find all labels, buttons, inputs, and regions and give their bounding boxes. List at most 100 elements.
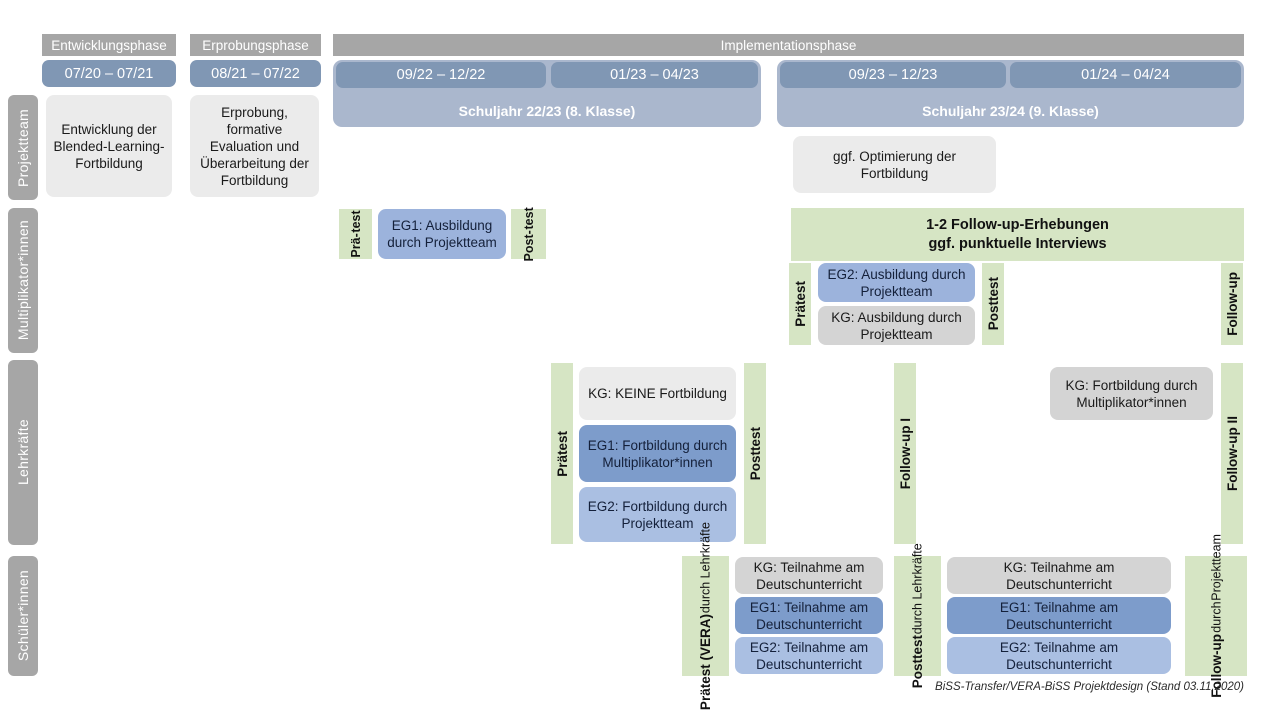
card-lehrkraefte-kg-keine-fortbildung: KG: KEINE Fortbildung xyxy=(579,367,736,420)
card-schuelerinnen-kg-block2: KG: Teilnahme am Deutschunterricht xyxy=(947,557,1171,594)
row-label-text: Lehrkräfte xyxy=(15,419,31,486)
green-strip-line-1: Prä- xyxy=(348,233,363,258)
green-strip-vertical-text: Post- test xyxy=(522,207,536,261)
card-text: ggf. Optimierung der Fortbildung xyxy=(832,148,957,181)
phase-label: Implementationsphase xyxy=(720,37,857,53)
green-strip-vertical-text: Posttest durch Lehrkräfte xyxy=(910,543,925,688)
green-strip-praetest-multiplikatoren-1: Prä- test xyxy=(339,209,372,259)
school-year-label-2324: Schuljahr 23/24 (9. Klasse) xyxy=(777,100,1244,122)
green-strip-followup-multiplikatoren: Follow-up xyxy=(1221,263,1243,345)
green-banner-line-2: ggf. punktuelle Interviews xyxy=(928,235,1107,252)
green-strip-line-1: Posttest xyxy=(747,426,763,481)
green-strip-followup-2-lehrkraefte: Follow-up II xyxy=(1221,363,1243,544)
green-strip-line-1: Prätest xyxy=(554,430,570,477)
row-label-projektteam: Projektteam xyxy=(8,95,38,200)
card-schuelerinnen-eg1-block2: EG1: Teilnahme am Deutschunterricht xyxy=(947,597,1171,634)
green-banner-line-1: 1-2 Follow-up-Erhebungen xyxy=(926,216,1109,233)
card-text: KG: Ausbildung durch Projektteam xyxy=(831,309,962,342)
green-strip-line-2: durch Lehrkräfte xyxy=(698,521,713,613)
card-text: EG2: Teilnahme am Deutschunterricht xyxy=(999,639,1119,672)
green-strip-praetest-multiplikatoren-2: Prätest xyxy=(789,263,811,345)
phase-label: Erprobungsphase xyxy=(202,37,309,53)
row-label-text: Multiplikator*innen xyxy=(15,220,31,341)
date-chip-p5: 09/23 – 12/23 xyxy=(780,62,1006,88)
card-multiplikatoren-eg1-ausbildung: EG1: Ausbildung durch Projektteam xyxy=(378,209,506,259)
row-label-text: Projektteam xyxy=(15,108,31,187)
row-label-schuelerinnen: Schüler*innen xyxy=(8,556,38,676)
green-strip-vertical-text: Prätest xyxy=(793,281,808,327)
phase-label: Entwicklungsphase xyxy=(51,37,167,53)
green-strip-line-1: Post- xyxy=(521,230,536,262)
green-strip-posttest-schuelerinnen: Posttest durch Lehrkräfte xyxy=(894,543,941,689)
card-optimierung-fortbildung: ggf. Optimierung der Fortbildung xyxy=(793,136,996,193)
card-multiplikatoren-eg2-ausbildung: EG2: Ausbildung durch Projektteam xyxy=(818,263,975,302)
green-strip-line-3: Projektteam xyxy=(1209,534,1223,601)
card-lehrkraefte-eg1-fortbildung: EG1: Fortbildung durch Multiplikator*inn… xyxy=(579,425,736,482)
green-strip-line-1: Prätest (VERA) xyxy=(698,614,713,711)
green-strip-line-1: Follow-up I xyxy=(897,417,913,490)
green-strip-line-2: durch xyxy=(1209,601,1223,634)
green-strip-vertical-text: Follow-up xyxy=(1225,272,1240,336)
green-strip-line-1: Follow-up II xyxy=(1224,416,1240,491)
school-year-label-2223: Schuljahr 22/23 (8. Klasse) xyxy=(333,100,761,122)
row-label-text: Schüler*innen xyxy=(15,570,31,662)
card-text: EG1: Fortbildung durch Multiplikator*inn… xyxy=(587,437,728,470)
card-text: KG: Teilnahme am Deutschunterricht xyxy=(753,559,865,592)
card-text: KG: Fortbildung durch Multiplikator*inne… xyxy=(1065,377,1198,410)
green-strip-followup-schuelerinnen: Follow-up durch Projektteam xyxy=(1185,534,1247,698)
row-label-lehrkraefte: Lehrkräfte xyxy=(8,360,38,545)
green-strip-line-1: Prätest xyxy=(792,281,808,327)
card-text: EG1: Teilnahme am Deutschunterricht xyxy=(749,599,869,632)
green-strip-vertical-text: Prä- test xyxy=(349,210,363,258)
date-chip-label: 01/23 – 04/23 xyxy=(610,67,699,83)
date-chip-p1: 07/20 – 07/21 xyxy=(42,60,176,87)
card-erprobung-evaluation: Erprobung, formative Evaluation und Über… xyxy=(190,95,319,197)
card-entwicklung-blended-learning: Entwicklung der Blended-Learning-Fortbil… xyxy=(46,95,172,197)
date-chip-label: 08/21 – 07/22 xyxy=(211,65,300,82)
green-strip-vertical-text: Follow-up II xyxy=(1225,416,1240,491)
green-strip-vertical-text: Posttest xyxy=(748,427,763,480)
date-chip-p2: 08/21 – 07/22 xyxy=(190,60,321,87)
green-strip-posttest-multiplikatoren-2: Posttest xyxy=(982,263,1004,345)
green-strip-vertical-text: Prätest (VERA) durch Lehrkräfte xyxy=(698,522,713,710)
date-chip-label: 07/20 – 07/21 xyxy=(64,65,154,82)
date-chip-label: 09/22 – 12/22 xyxy=(396,67,486,83)
card-text: Erprobung, formative Evaluation und Über… xyxy=(200,104,309,188)
school-year-text: Schuljahr 22/23 (8. Klasse) xyxy=(458,103,636,119)
green-strip-praetest-lehrkraefte: Prätest xyxy=(551,363,573,544)
date-chip-p6: 01/24 – 04/24 xyxy=(1010,62,1241,88)
phase-bar-implementationsphase: Implementationsphase xyxy=(333,34,1244,56)
green-strip-vertical-text: Posttest xyxy=(986,277,1001,330)
green-strip-line-2: durch Lehrkräfte xyxy=(910,543,925,635)
date-chip-label: 09/23 – 12/23 xyxy=(848,67,938,83)
row-label-multiplikatoren: Multiplikator*innen xyxy=(8,208,38,353)
footer-text: BiSS-Transfer/VERA-BiSS Projektdesign (S… xyxy=(935,681,1244,693)
green-strip-vertical-text: Follow-up I xyxy=(898,418,913,489)
green-strip-line-1: Posttest xyxy=(985,277,1001,331)
green-strip-vertical-text: Prätest xyxy=(555,431,570,477)
phase-bar-erprobungsphase: Erprobungsphase xyxy=(190,34,321,56)
school-year-text: Schuljahr 23/24 (9. Klasse) xyxy=(922,103,1099,119)
card-text: EG2: Teilnahme am Deutschunterricht xyxy=(749,639,869,672)
green-strip-posttest-multiplikatoren-1: Post- test xyxy=(511,207,546,261)
phase-bar-entwicklungsphase: Entwicklungsphase xyxy=(42,34,176,56)
card-schuelerinnen-eg2-block1: EG2: Teilnahme am Deutschunterricht xyxy=(735,637,883,674)
card-multiplikatoren-kg-ausbildung: KG: Ausbildung durch Projektteam xyxy=(818,306,975,345)
green-strip-praetest-vera-schuelerinnen: Prätest (VERA) durch Lehrkräfte xyxy=(682,522,729,710)
green-strip-posttest-lehrkraefte: Posttest xyxy=(744,363,766,544)
card-text: EG2: Fortbildung durch Projektteam xyxy=(587,498,728,531)
date-chip-p4: 01/23 – 04/23 xyxy=(551,62,758,88)
green-strip-line-2: test xyxy=(348,210,363,233)
card-schuelerinnen-eg1-block1: EG1: Teilnahme am Deutschunterricht xyxy=(735,597,883,634)
date-chip-label: 01/24 – 04/24 xyxy=(1081,67,1170,83)
green-banner-text: 1-2 Follow-up-Erhebungen ggf. punktuelle… xyxy=(926,216,1109,254)
card-text: EG1: Ausbildung durch Projektteam xyxy=(387,218,497,250)
card-text: KG: Teilnahme am Deutschunterricht xyxy=(1003,559,1115,592)
card-lehrkraefte-kg-fortbildung-multiplikatoren: KG: Fortbildung durch Multiplikator*inne… xyxy=(1050,367,1213,420)
card-text: EG1: Teilnahme am Deutschunterricht xyxy=(999,599,1119,632)
footer-credit: BiSS-Transfer/VERA-BiSS Projektdesign (S… xyxy=(784,681,1244,699)
card-text: Entwicklung der Blended-Learning-Fortbil… xyxy=(53,121,165,171)
card-schuelerinnen-eg2-block2: EG2: Teilnahme am Deutschunterricht xyxy=(947,637,1171,674)
card-text: KG: KEINE Fortbildung xyxy=(588,386,727,401)
